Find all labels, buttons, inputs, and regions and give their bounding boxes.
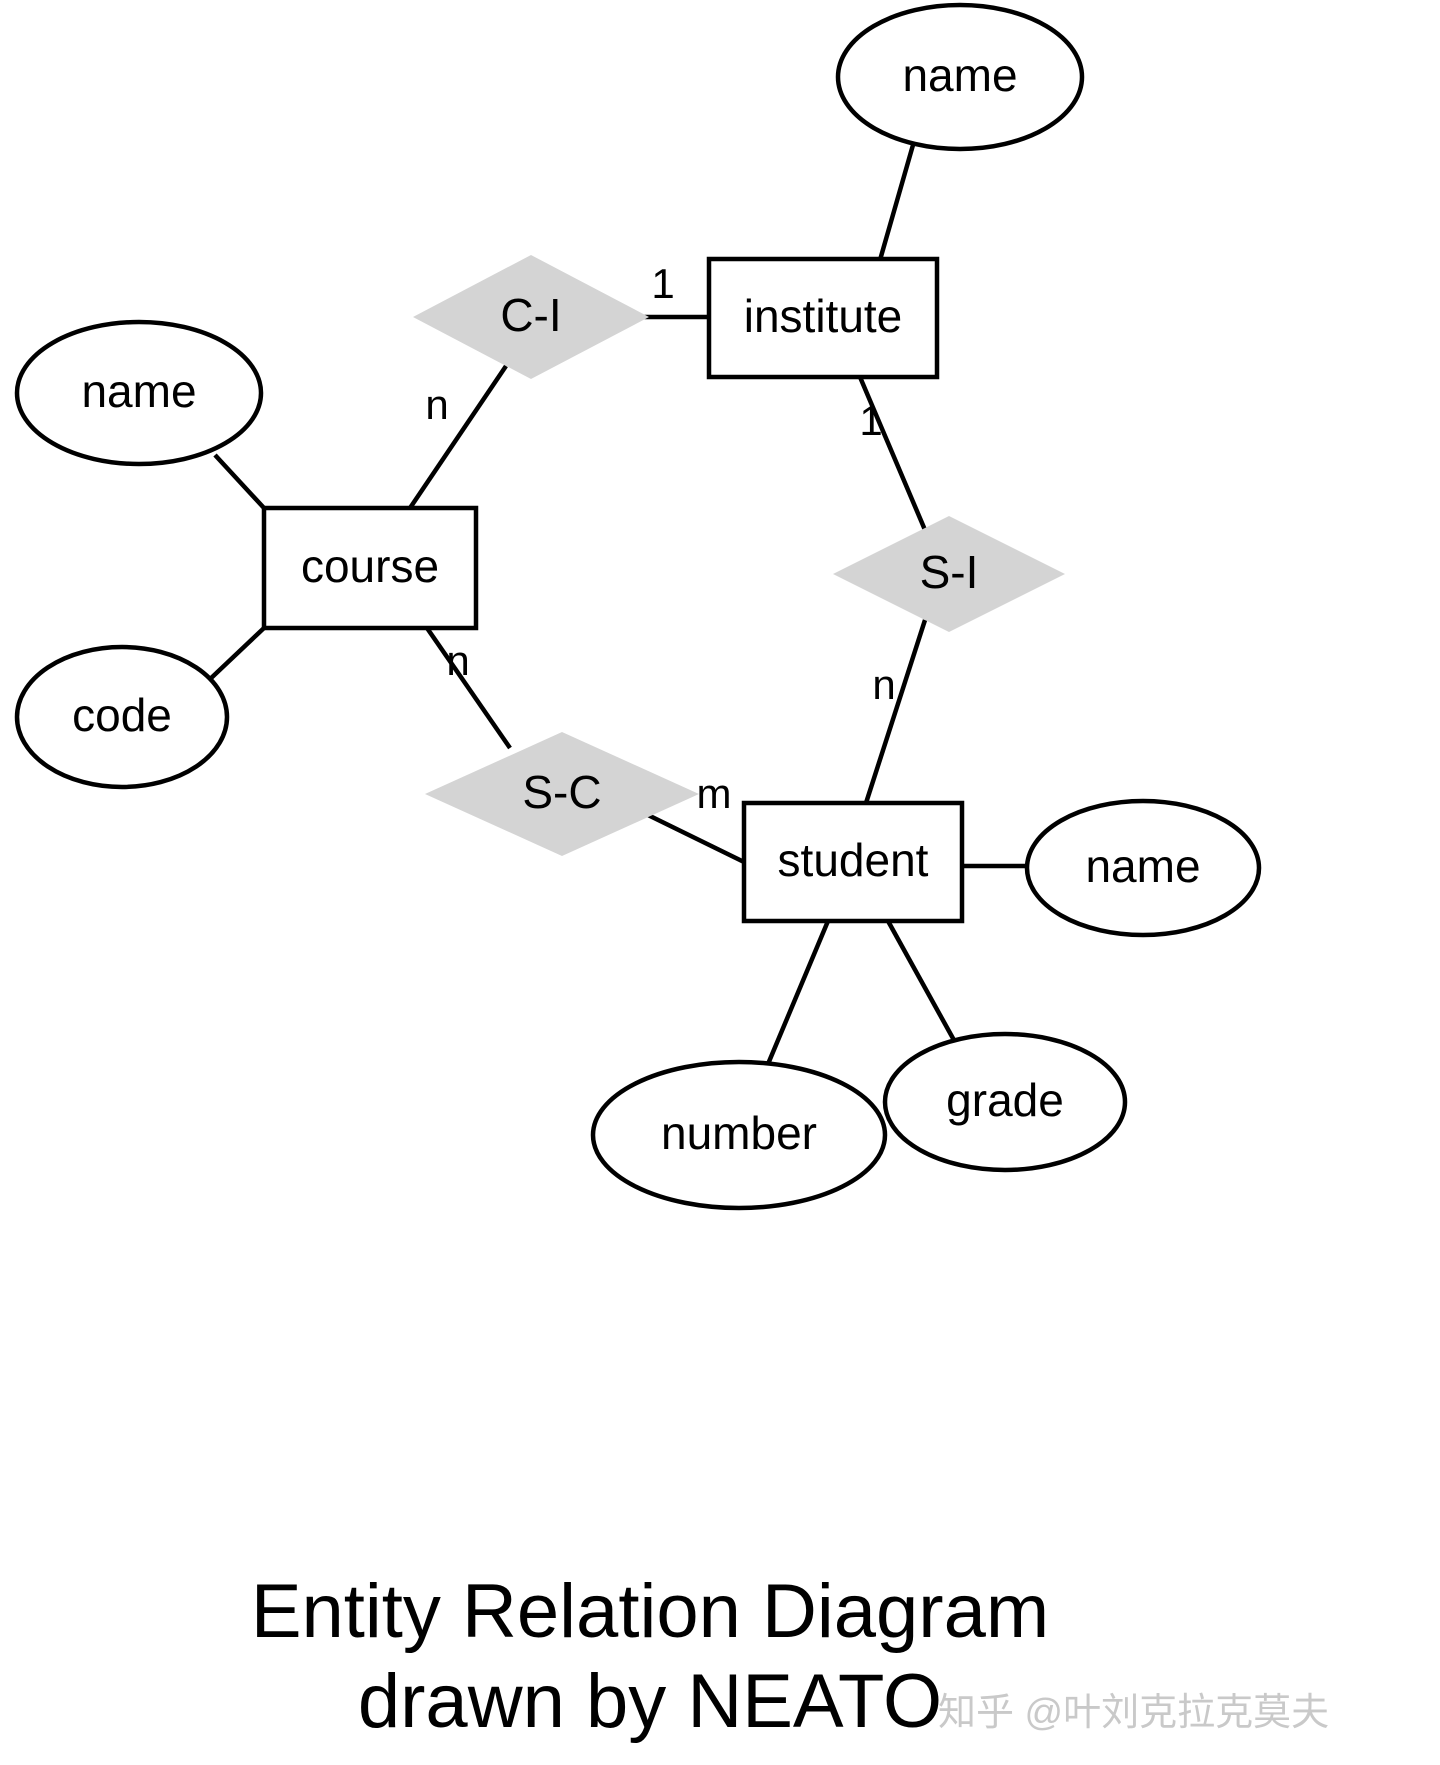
cardinality-layer: 1 n 1 n n m xyxy=(425,260,895,817)
s-c-label: S-C xyxy=(522,766,601,818)
s-i-diamond[interactable] xyxy=(833,516,1065,632)
relationship-layer: C-I S-I S-C xyxy=(413,255,1065,856)
attribute-course-code[interactable]: code xyxy=(14,644,230,790)
edge-ci-course xyxy=(408,364,508,510)
title-line-1: Entity Relation Diagram xyxy=(251,1569,1049,1654)
c-i-diamond[interactable] xyxy=(413,255,649,379)
edge-student-number xyxy=(765,920,831,1065)
student-number-label: number xyxy=(661,1107,817,1159)
cardinality-ci-institute: 1 xyxy=(651,260,674,307)
attribute-layer: name name code name number grade xyxy=(14,2,1262,1211)
cardinality-si-institute: 1 xyxy=(859,397,882,444)
student-grade-ellipse[interactable] xyxy=(882,1031,1128,1173)
edge-sc-student xyxy=(647,812,745,865)
edge-sc-course xyxy=(425,626,512,750)
course-code-label: code xyxy=(72,689,172,741)
attribute-institute-name[interactable]: name xyxy=(835,2,1085,152)
entity-institute[interactable]: institute xyxy=(706,256,940,380)
course-name-label: name xyxy=(81,365,196,417)
cardinality-si-student: n xyxy=(872,661,895,708)
edge-si-student xyxy=(863,619,928,804)
student-rect[interactable] xyxy=(741,800,965,924)
institute-rect[interactable] xyxy=(706,256,940,380)
cardinality-sc-course: n xyxy=(446,637,469,684)
cardinality-sc-student: m xyxy=(697,770,732,817)
relationship-s-i[interactable]: S-I xyxy=(833,516,1065,632)
attribute-student-name[interactable]: name xyxy=(1024,798,1262,938)
attribute-student-grade[interactable]: grade xyxy=(882,1031,1128,1173)
student-grade-label: grade xyxy=(946,1074,1064,1126)
edge-layer xyxy=(206,137,1027,1065)
s-c-diamond[interactable] xyxy=(425,732,699,856)
c-i-label: C-I xyxy=(500,289,561,341)
course-code-ellipse[interactable] xyxy=(14,644,230,790)
entity-course[interactable]: course xyxy=(261,505,479,631)
student-label: student xyxy=(778,834,929,886)
diagram-title: Entity Relation Diagram drawn by NEATO xyxy=(251,1569,1049,1744)
s-i-label: S-I xyxy=(920,546,979,598)
relationship-s-c[interactable]: S-C xyxy=(425,732,699,856)
attribute-course-name[interactable]: name xyxy=(14,319,264,467)
edge-course-name xyxy=(213,453,266,510)
entity-student[interactable]: student xyxy=(741,800,965,924)
edge-student-grade xyxy=(886,919,957,1044)
relationship-c-i[interactable]: C-I xyxy=(413,255,649,379)
title-line-2: drawn by NEATO xyxy=(358,1659,942,1744)
entity-layer: institute course student xyxy=(261,256,965,924)
student-name-label: name xyxy=(1085,840,1200,892)
edge-course-code xyxy=(206,626,266,683)
watermark: 知乎 @叶刘克拉克莫夫 xyxy=(938,1692,1329,1734)
student-number-ellipse[interactable] xyxy=(590,1059,888,1211)
course-name-ellipse[interactable] xyxy=(14,319,264,467)
course-rect[interactable] xyxy=(261,505,479,631)
institute-label: institute xyxy=(744,290,903,342)
course-label: course xyxy=(301,540,439,592)
institute-name-label: name xyxy=(902,49,1017,101)
attribute-student-number[interactable]: number xyxy=(590,1059,888,1211)
cardinality-ci-course: n xyxy=(425,381,448,428)
student-name-ellipse[interactable] xyxy=(1024,798,1262,938)
edge-si-institute xyxy=(857,376,928,531)
institute-name-ellipse[interactable] xyxy=(835,2,1085,152)
edge-institute-name xyxy=(877,137,918,261)
